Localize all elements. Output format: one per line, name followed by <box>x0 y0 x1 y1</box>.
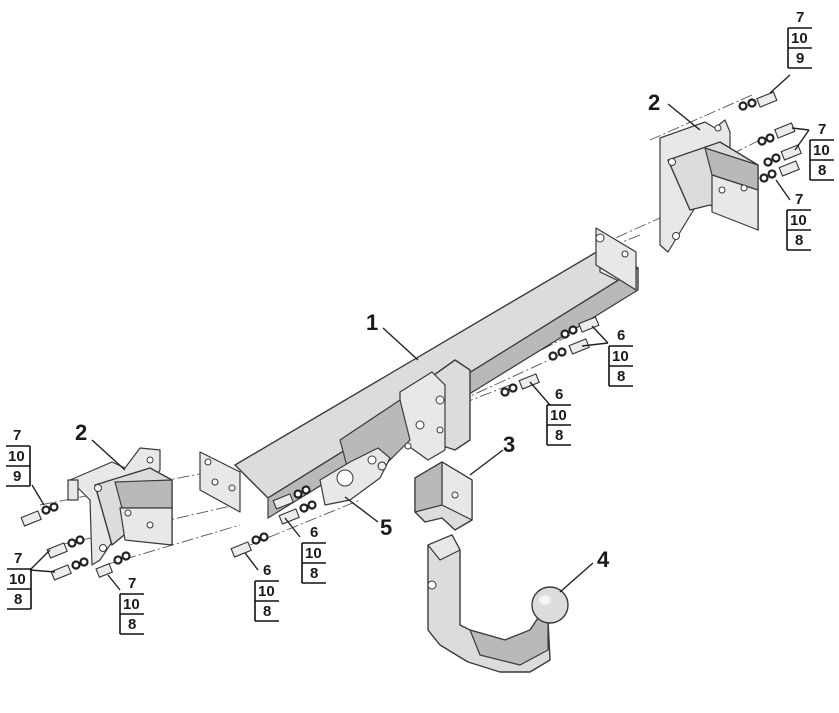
fixing-ref-f10: 6 10 8 <box>254 562 279 622</box>
fixing-f9-mid: 10 <box>305 545 322 562</box>
fixing-f3-top: 7 <box>795 191 803 208</box>
fixing-f5-bot: 8 <box>555 427 563 444</box>
fixing-ref-f3: 7 10 8 <box>786 191 811 251</box>
fixing-ref-f2: 7 10 8 <box>809 121 834 181</box>
fixing-ref-f8: 7 10 8 <box>119 575 144 635</box>
right-mounting-bracket <box>659 119 759 253</box>
callout-2-left: 2 <box>75 420 87 445</box>
main-crossbar <box>199 227 639 519</box>
fixing-f6-mid: 10 <box>8 448 25 465</box>
fixing-f6-bot: 9 <box>13 468 21 485</box>
fixing-f10-bot: 8 <box>263 603 271 620</box>
leader-lines <box>29 74 810 593</box>
fixing-f2-top: 7 <box>818 121 826 138</box>
fixing-f8-mid: 10 <box>123 596 140 613</box>
fixing-f10-top: 6 <box>263 562 271 579</box>
fixing-f7-mid: 10 <box>9 571 26 588</box>
fixing-ref-f1: 7 10 9 <box>787 9 812 69</box>
fixing-f1-top: 7 <box>796 9 804 26</box>
callout-4: 4 <box>597 547 610 572</box>
fixing-f6-top: 7 <box>13 427 21 444</box>
part-callouts: 1 2 2 3 4 5 <box>75 90 660 572</box>
fixing-f1-mid: 10 <box>791 30 808 47</box>
fixing-f5-mid: 10 <box>550 407 567 424</box>
fixing-f3-mid: 10 <box>790 212 807 229</box>
fixing-f1-bot: 9 <box>796 50 804 67</box>
fixing-f7-bot: 8 <box>14 591 22 608</box>
fixing-f8-top: 7 <box>128 575 136 592</box>
fixing-f2-bot: 8 <box>818 162 826 179</box>
fixing-ref-f4: 6 10 8 <box>608 327 633 387</box>
socket-plate <box>319 447 391 506</box>
fixing-f4-top: 6 <box>617 327 625 344</box>
ball-mount-socket <box>414 461 473 531</box>
left-fixings <box>20 502 131 581</box>
fixing-f9-bot: 8 <box>310 565 318 582</box>
tow-ball-neck <box>427 534 569 673</box>
fixing-ref-f9: 6 10 8 <box>301 524 326 584</box>
fixing-ref-f7: 7 10 8 <box>7 550 32 610</box>
fixing-f8-bot: 8 <box>128 616 136 633</box>
callout-2-right: 2 <box>648 90 660 115</box>
callout-1: 1 <box>366 310 378 335</box>
right-top-fixings <box>738 91 802 183</box>
fixing-f9-top: 6 <box>310 524 318 541</box>
callout-3: 3 <box>503 432 515 457</box>
fixing-ref-f5: 6 10 8 <box>546 386 571 446</box>
center-left-fixings <box>230 485 317 558</box>
fixing-f2-mid: 10 <box>813 142 830 159</box>
callout-5: 5 <box>380 515 392 540</box>
center-right-fixings <box>500 316 600 397</box>
fixing-f7-top: 7 <box>14 550 22 567</box>
fixing-ref-f6: 7 10 9 <box>6 427 31 487</box>
fixing-f4-bot: 8 <box>617 368 625 385</box>
fixing-f3-bot: 8 <box>795 232 803 249</box>
fixing-f10-mid: 10 <box>258 583 275 600</box>
fixing-f5-top: 6 <box>555 386 563 403</box>
fixing-f4-mid: 10 <box>612 348 629 365</box>
left-mounting-bracket <box>67 447 173 566</box>
